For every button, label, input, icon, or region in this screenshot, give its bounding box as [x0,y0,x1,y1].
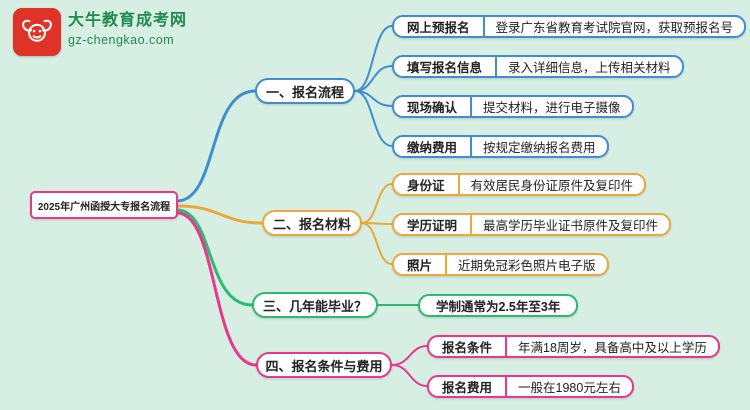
connector-b2-leaf2 [361,222,393,225]
leaf-node-registration-fee: 报名费用 一般在1980元左右 [427,375,634,398]
connector-root-branch3 [176,208,254,307]
connector-b4-leaf1 [391,345,428,366]
leaf-desc: 登录广东省教育考试院官网，获取预报名号 [495,21,734,35]
branch-node-conditions-fees: 四、报名条件与费用 [256,352,392,378]
leaf-node-id-card: 身份证 有效居民身份证原件及复印件 [392,173,647,196]
leaf-label: 网上预报名 [394,17,485,36]
leaf-desc: 最高学历毕业证书原件及复印件 [483,219,659,233]
leaf-node-online-preregistration: 网上预报名 登录广东省教育考试院官网，获取预报名号 [392,15,747,38]
leaf-desc: 学制通常为2.5年至3年 [436,300,561,314]
connector-b1-leaf3 [354,90,393,107]
connector-b1-leaf2 [354,65,393,92]
logo: 大牛教育成考网 gz-chengkao.com [13,8,187,56]
leaf-label: 学历证明 [394,215,473,234]
leaf-desc: 按规定缴纳报名费用 [483,141,596,155]
bull-icon-svg [22,19,52,42]
leaf-desc: 一般在1980元左右 [518,381,621,395]
connector-b1-leaf1 [354,25,393,92]
leaf-label: 填写报名信息 [394,57,498,76]
leaf-node-fill-info: 填写报名信息 录入详细信息，上传相关材料 [392,55,684,78]
leaf-node-onsite-confirmation: 现场确认 提交材料，进行电子摄像 [392,95,634,118]
connector-b4-leaf2 [391,364,428,387]
leaf-label: 照片 [394,255,448,274]
leaf-node-pay-fees: 缴纳费用 按规定缴纳报名费用 [392,135,609,158]
bull-icon [13,8,61,56]
leaf-node-photo: 照片 近期免冠彩色照片电子版 [392,253,609,276]
leaf-desc: 近期免冠彩色照片电子版 [458,259,596,273]
branch-node-registration-materials: 二、报名材料 [262,210,362,236]
leaf-node-education-proof: 学历证明 最高学历毕业证书原件及复印件 [392,213,672,236]
connector-b2-leaf1 [361,183,393,224]
connector-b1-leaf4 [354,90,393,147]
branch-leaf-connectors [354,25,428,387]
branch-node-years-to-graduate: 三、几年能毕业？ [252,292,378,318]
connector-root-branch1 [176,89,257,203]
connector-root-branch4 [176,211,258,367]
logo-texts: 大牛教育成考网 gz-chengkao.com [68,8,187,49]
leaf-label: 现场确认 [394,97,473,116]
leaf-desc: 录入详细信息，上传相关材料 [508,61,671,75]
leaf-label: 身份证 [394,175,460,194]
leaf-node-registration-conditions: 报名条件 年满18周岁，具备高中及以上学历 [427,335,720,358]
connector-b2-leaf3 [361,222,393,265]
leaf-label: 报名费用 [429,377,508,396]
domain-text: gz-chengkao.com [68,32,175,47]
leaf-label: 缴纳费用 [394,137,473,156]
leaf-label: 报名条件 [429,337,508,356]
leaf-desc: 提交材料，进行电子摄像 [483,101,621,115]
leaf-desc: 年满18周岁，具备高中及以上学历 [518,341,707,355]
root-node: 2025年广州函授大专报名流程 [30,191,178,219]
leaf-node-study-duration: 学制通常为2.5年至3年 [418,294,579,317]
root-branch-connectors [176,89,264,367]
connector-root-branch2 [176,204,264,225]
leaf-desc: 有效居民身份证原件及复印件 [470,179,634,193]
brand-text: 大牛教育成考网 [68,12,188,29]
branch-node-registration-process: 一、报名流程 [255,78,355,104]
